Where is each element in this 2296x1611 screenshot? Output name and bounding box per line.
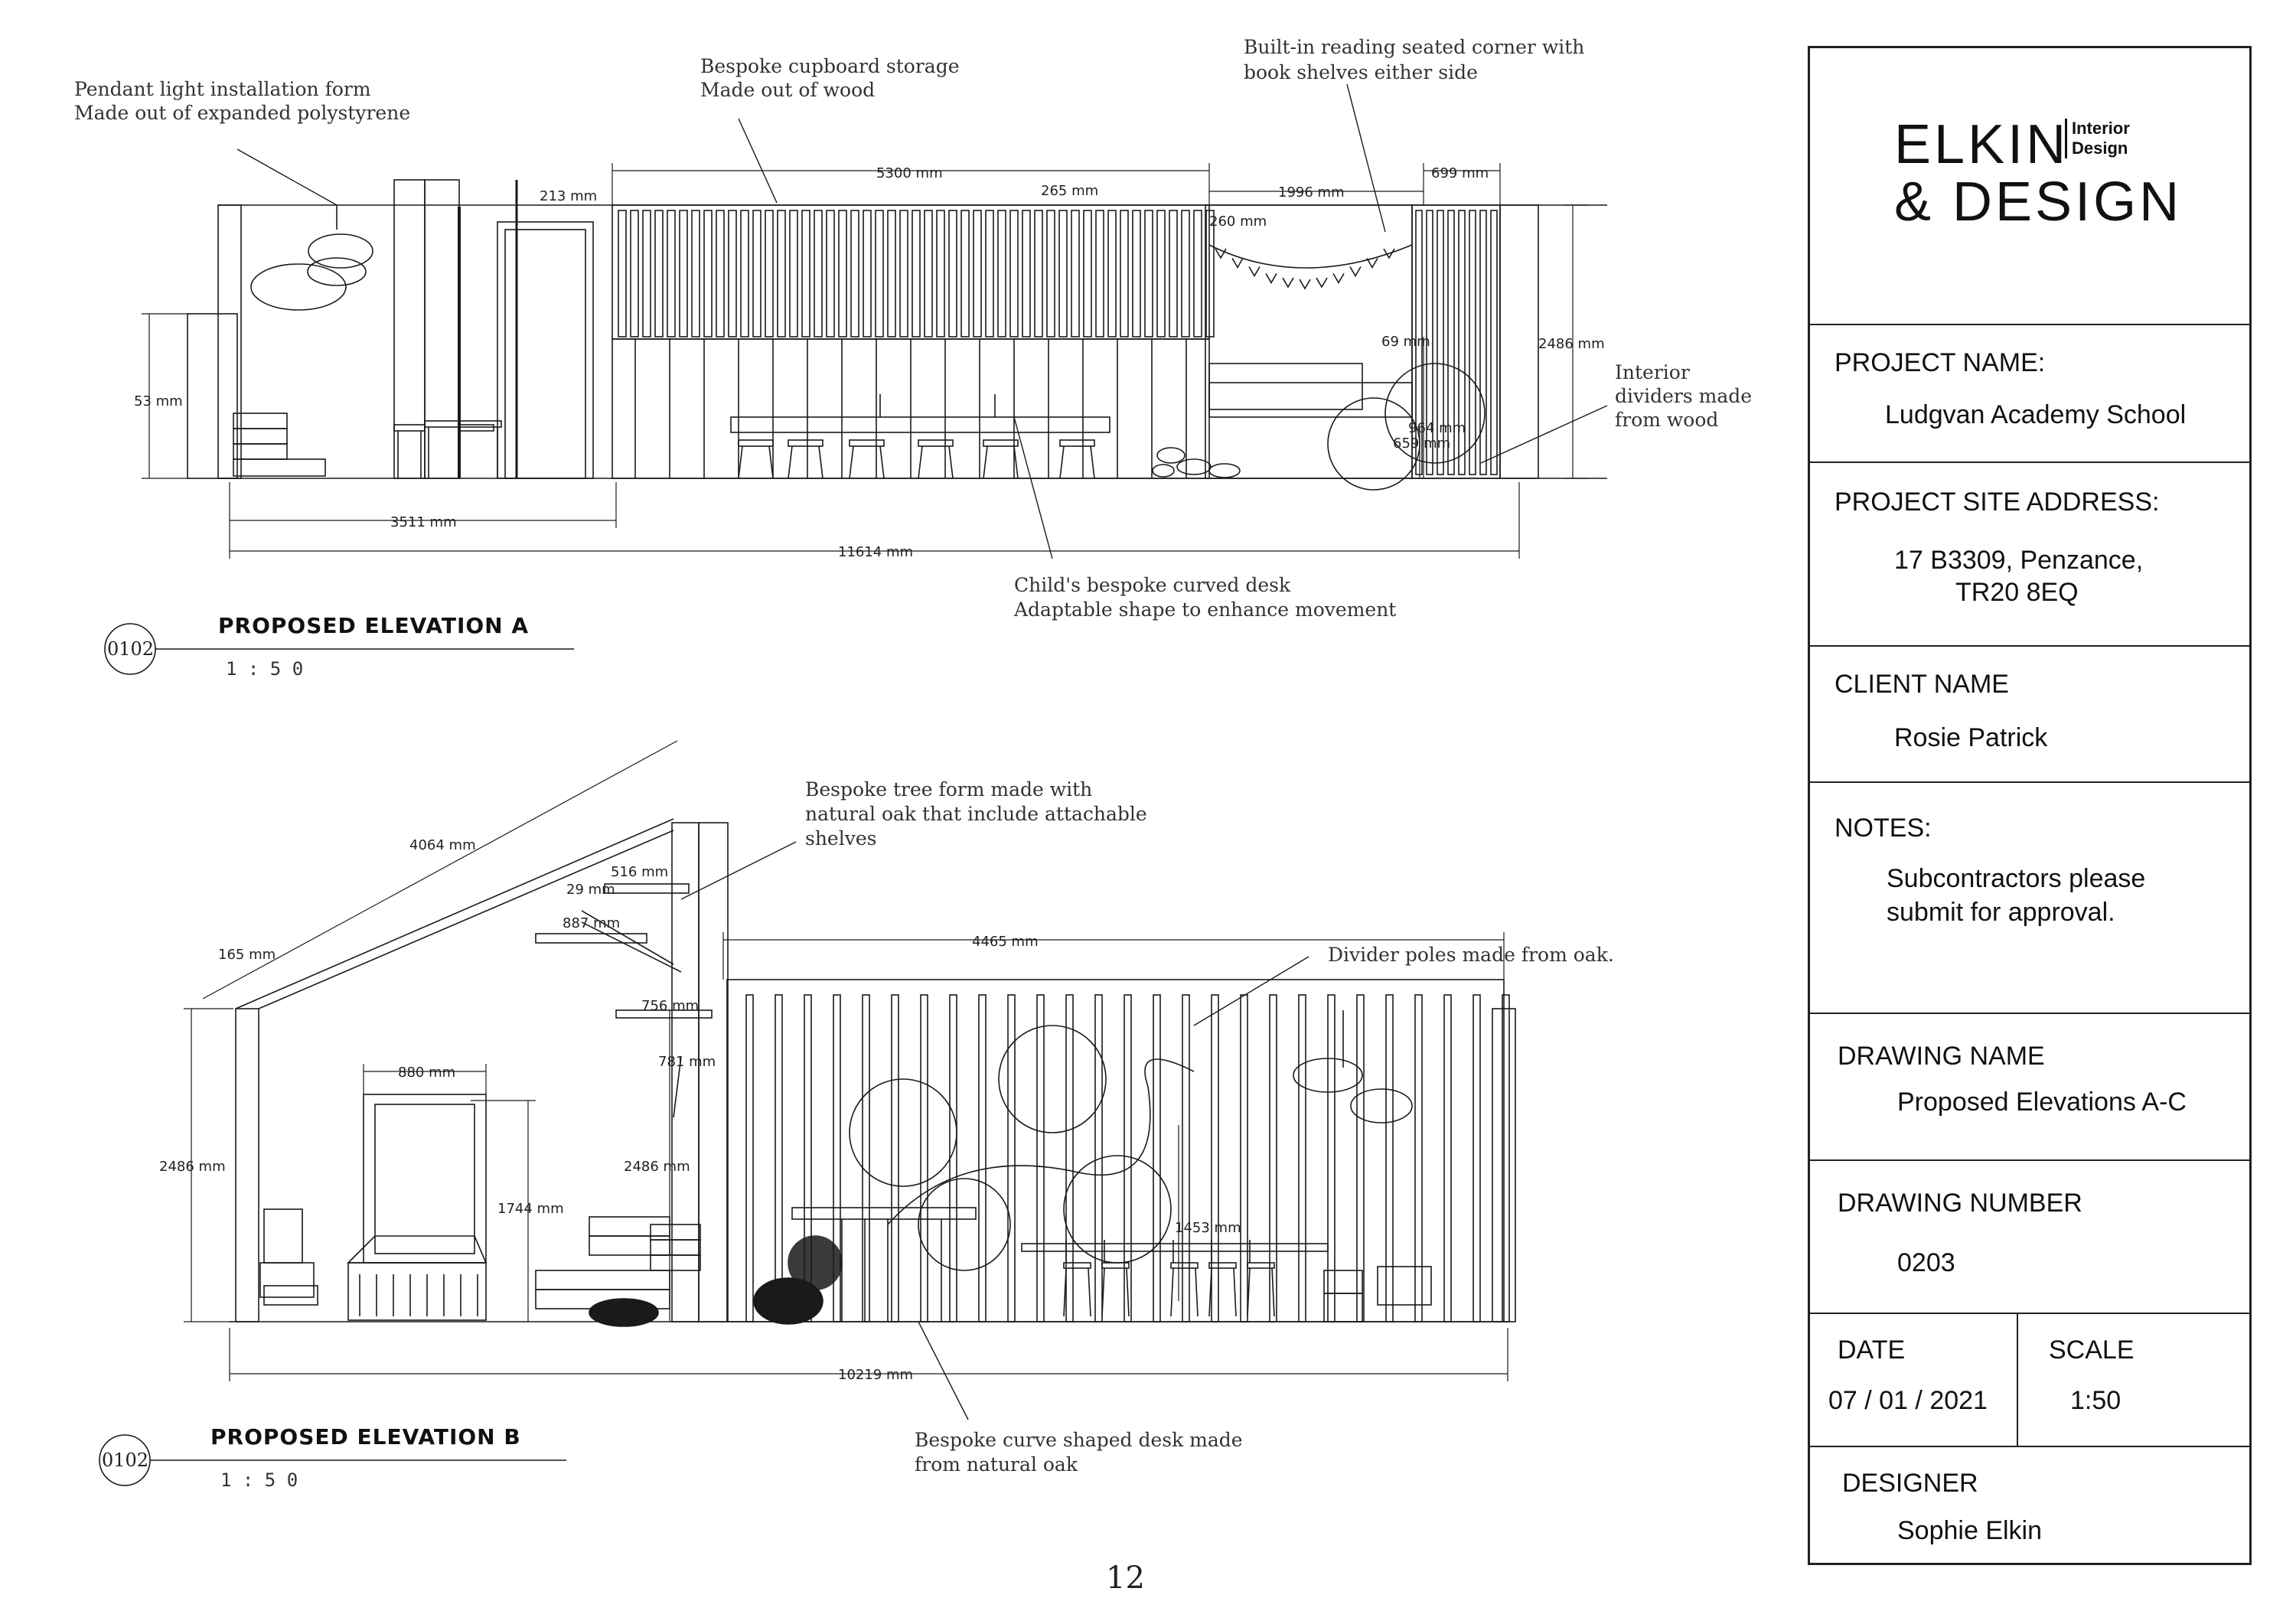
dim-3511: 3511 mm [390,514,457,530]
date-scale-divider [2017,1314,2018,1446]
elevation-b-ref: 0102 [102,1450,148,1471]
date-label: DATE [1838,1335,1906,1365]
logo-subtitle: Interior Design [2065,119,2130,158]
drawing-number-label: DRAWING NUMBER [1838,1189,2082,1218]
note-cupboard-line2: Made out of wood [700,79,875,101]
logo-sub-line2: Design [2072,139,2128,158]
dim-659: 659 mm [1393,435,1450,452]
elevation-a-title: PROPOSED ELEVATION A [218,613,529,638]
note-tree-line1: Bespoke tree form made with [805,778,1092,801]
note-desk-line1: Child's bespoke curved desk [1014,574,1291,596]
dim-699: 699 mm [1431,165,1489,181]
date-value: 07 / 01 / 2021 [1828,1386,1988,1415]
dim-964: 964 mm [1408,420,1466,436]
dim-260: 260 mm [1209,214,1267,230]
note-cupboard-line1: Bespoke cupboard storage [700,55,960,77]
notes-section: NOTES: Subcontractors please submit for … [1810,783,2249,1014]
dim-887: 887 mm [563,915,620,931]
logo-line2: & DESIGN [1894,171,2183,233]
elevation-b-dimensions [184,740,1508,1381]
elevation-a-dimensions [142,163,1588,559]
site-address-line1: 17 B3309, Penzance, [1894,546,2144,575]
dim-4465: 4465 mm [972,934,1039,950]
client-value: Rosie Patrick [1894,723,2048,752]
dim-2486-b-trunk: 2486 mm [624,1159,690,1175]
dim-2486-a: 2486 mm [1538,336,1605,352]
elevation-a-drawing [187,179,1607,491]
note-dividers-line2: dividers made [1615,385,1752,407]
dim-165: 165 mm [218,947,276,963]
dim-29: 29 mm [566,882,615,898]
scale-label: SCALE [2049,1335,2135,1365]
dim-2486-b-left: 2486 mm [159,1159,226,1175]
notes-line1: Subcontractors please [1887,864,2146,893]
note-pendant-line1: Pendant light installation form [74,78,371,100]
project-name-label: PROJECT NAME: [1835,348,2046,377]
note-reading-line2: book shelves either side [1244,61,1478,83]
drawing-number-value: 0203 [1897,1248,1955,1277]
dim-5300: 5300 mm [876,165,943,181]
elevation-b-scale: 1 : 5 0 [220,1469,298,1491]
drawing-name-section: DRAWING NAME Proposed Elevations A-C [1810,1014,2249,1161]
dim-516: 516 mm [611,864,668,880]
client-section: CLIENT NAME Rosie Patrick [1810,647,2249,783]
site-address-label: PROJECT SITE ADDRESS: [1835,488,2160,517]
logo-line1: ELKIN [1894,114,2069,175]
note-reading-line1: Built-in reading seated corner with [1244,36,1584,58]
company-logo: ELKIN Interior Design & DESIGN [1810,48,2249,325]
dim-10219: 10219 mm [838,1367,913,1383]
drawing-name-label: DRAWING NAME [1838,1042,2045,1071]
logo-sub-line1: Interior [2072,119,2130,138]
note-dividers-line1: Interior [1615,361,1690,383]
drawing-name-value: Proposed Elevations A-C [1897,1088,2187,1117]
page-number: 12 [1106,1560,1145,1596]
dim-11614: 11614 mm [838,544,913,560]
note-tree-line3: shelves [805,827,876,850]
designer-value: Sophie Elkin [1897,1516,2043,1545]
site-address-line2: TR20 8EQ [1955,578,2079,607]
dim-69: 69 mm [1381,334,1430,350]
date-scale-section: DATE 07 / 01 / 2021 SCALE 1:50 [1810,1314,2249,1447]
project-name-section: PROJECT NAME: Ludgvan Academy School [1810,324,2249,463]
elevation-drawings: Pendant light installation form Made out… [74,36,1752,1596]
note-tree-line2: natural oak that include attachable [805,803,1147,825]
project-name-value: Ludgvan Academy School [1885,400,2187,429]
dim-4064: 4064 mm [409,837,476,853]
notes-label: NOTES: [1835,814,1932,843]
note-curve-line2: from natural oak [915,1453,1078,1476]
note-dividers-line3: from wood [1615,409,1718,431]
elevation-a-scale: 1 : 5 0 [226,658,303,680]
dim-756: 756 mm [641,998,699,1014]
dim-213: 213 mm [540,188,597,204]
elevation-a-ref: 0102 [107,638,154,660]
note-pendant-line2: Made out of expanded polystyrene [74,102,410,124]
scale-value: 1:50 [2070,1386,2122,1415]
designer-section: DESIGNER Sophie Elkin [1810,1447,2249,1563]
note-curve-line1: Bespoke curve shaped desk made [915,1429,1243,1451]
designer-label: DESIGNER [1842,1469,1978,1498]
title-block: ELKIN Interior Design & DESIGN PROJECT N… [1808,46,2252,1565]
dim-880: 880 mm [398,1065,455,1081]
notes-line2: submit for approval. [1887,898,2115,927]
client-label: CLIENT NAME [1835,670,2009,699]
note-desk-line2: Adaptable shape to enhance movement [1013,598,1396,621]
note-poles: Divider poles made from oak. [1328,944,1614,966]
dim-53: 53 mm [134,393,183,409]
drawing-number-section: DRAWING NUMBER 0203 [1810,1161,2249,1314]
elevation-b-title: PROPOSED ELEVATION B [210,1424,521,1450]
dim-1744: 1744 mm [497,1201,564,1217]
dim-1453: 1453 mm [1175,1220,1241,1236]
dim-265: 265 mm [1041,183,1098,199]
elevation-b-drawing [230,818,1516,1327]
site-address-section: PROJECT SITE ADDRESS: 17 B3309, Penzance… [1810,463,2249,647]
dim-781: 781 mm [658,1054,716,1070]
dim-1996: 1996 mm [1278,184,1345,201]
